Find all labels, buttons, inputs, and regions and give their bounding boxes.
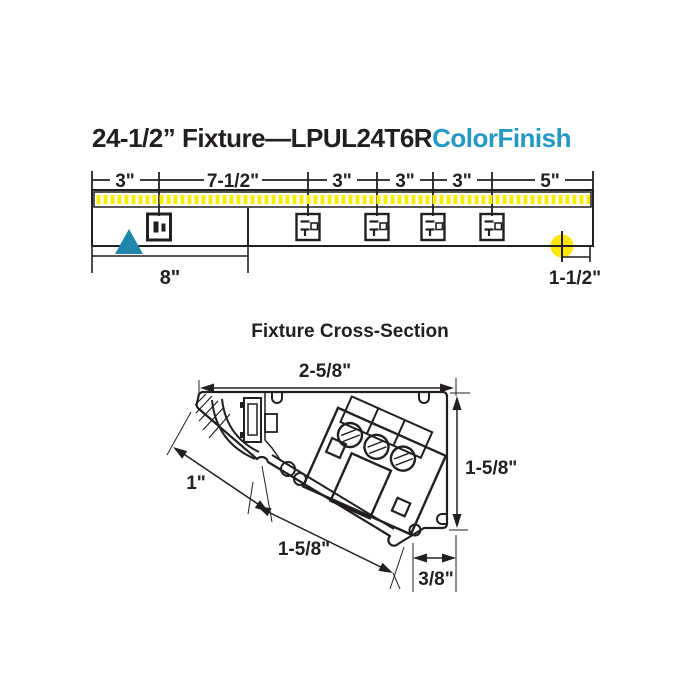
lens-face-dim-label: 1" (186, 473, 206, 494)
segment-dim-label: 3" (332, 171, 352, 192)
top-width-dim-label: 2-5/8" (299, 361, 351, 382)
segment-dim-label: 7-1/2" (207, 171, 259, 192)
receptacle-icon (479, 212, 505, 242)
cross-section-drawing: 2-5/8" (166, 361, 517, 592)
front-face-dim-label: 1-5/8" (278, 539, 330, 560)
screw-terminal (336, 421, 364, 449)
fixture-body (91, 189, 594, 247)
receptacle-icon (295, 212, 321, 242)
bottom-offset-dim-label: 3/8" (418, 569, 453, 590)
brand-text: ColorFinish (432, 123, 571, 153)
segment-dim-label: 3" (115, 171, 135, 192)
lens-channel (194, 393, 260, 460)
terminal-block (301, 395, 448, 536)
mounting-triangle-marker (115, 229, 143, 254)
hatch-lines (194, 393, 231, 439)
left-bottom-dimension (91, 247, 249, 273)
screw-terminal (389, 445, 417, 472)
screw-channels (271, 393, 446, 525)
receptacle-icon (364, 212, 390, 242)
cross-section-title: Fixture Cross-Section (251, 321, 449, 342)
fixture-top-view: 3" 7-1/2" 3" 3" 3" 5" 8" 1-1/2" (91, 170, 601, 289)
right-height-dim-label: 1-5/8" (465, 458, 517, 479)
segment-dim-label: 5" (540, 171, 560, 192)
wiring-connector (240, 393, 282, 462)
right-bottom-dim-label: 1-1/2" (549, 268, 601, 289)
front-face-dimension (247, 481, 405, 590)
led-strip (93, 191, 592, 208)
fixture-model-text: 24-1/2” Fixture—LPUL24T6R (92, 123, 433, 153)
receptacle-icon (420, 212, 446, 242)
screw-terminal (363, 433, 390, 461)
bottom-offset-dimension (412, 535, 457, 592)
segment-dim-label: 3" (452, 171, 472, 192)
page-title: 24-1/2” Fixture—LPUL24T6RColorFinish (92, 123, 571, 154)
segment-dim-label: 3" (395, 171, 415, 192)
left-bottom-dim-label: 8" (160, 267, 181, 289)
right-height-dimension (449, 392, 470, 531)
power-feed-icon (146, 212, 172, 242)
right-bottom-dimension (562, 247, 591, 262)
end-crosshair-marker (548, 231, 577, 262)
